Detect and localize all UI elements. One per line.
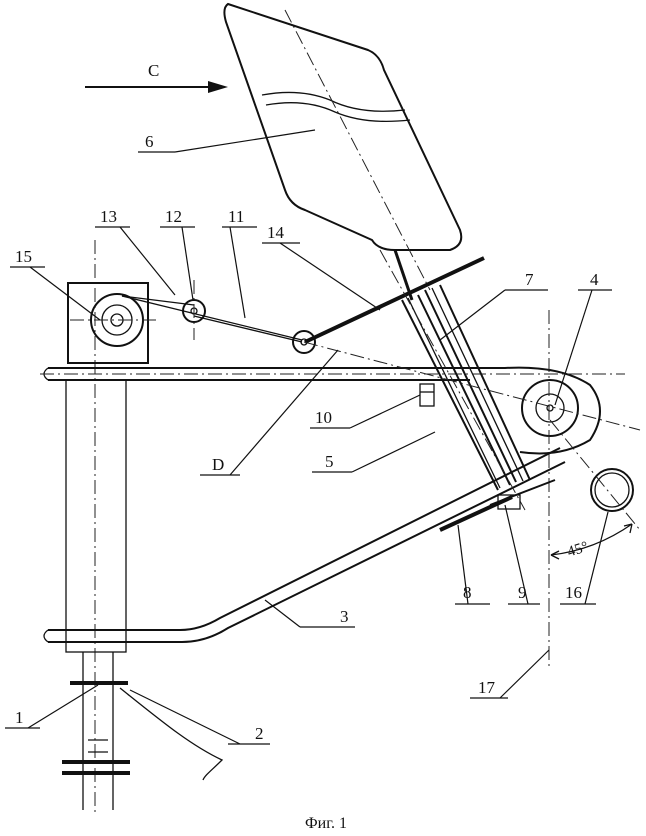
callout-9: 9 [518,583,527,602]
callout-d: D [212,455,224,474]
inclined-strut [44,448,565,642]
lever-14 [305,258,484,342]
callout-15: 15 [15,247,32,266]
callout-11: 11 [228,207,244,226]
pipe-16 [591,469,633,511]
callout-7: 7 [525,270,534,289]
callout-8: 8 [463,583,472,602]
callout-6: 6 [145,132,154,151]
callout-2: 2 [255,724,264,743]
mast-clamp [62,683,222,780]
pulley-bracket [68,283,160,363]
sail-6 [224,4,461,290]
mast-post [66,380,126,810]
callout-14: 14 [267,223,285,242]
callout-4: 4 [590,270,599,289]
wind-direction-arrow [85,81,228,93]
callout-10: 10 [315,408,332,427]
callout-3: 3 [340,607,349,626]
callout-5: 5 [325,452,334,471]
callout-17: 17 [478,678,496,697]
callout-16: 16 [565,583,582,602]
callout-13: 13 [100,207,117,226]
angle-arc [551,524,632,555]
bracket-10 [420,384,434,406]
figure-caption: Фиг. 1 [305,815,347,832]
direction-label: C [148,61,159,80]
callout-1: 1 [15,708,24,727]
upper-beam [40,368,625,454]
pivot-4 [522,380,578,436]
callout-12: 12 [165,207,182,226]
angle-label: 45° [565,539,590,561]
